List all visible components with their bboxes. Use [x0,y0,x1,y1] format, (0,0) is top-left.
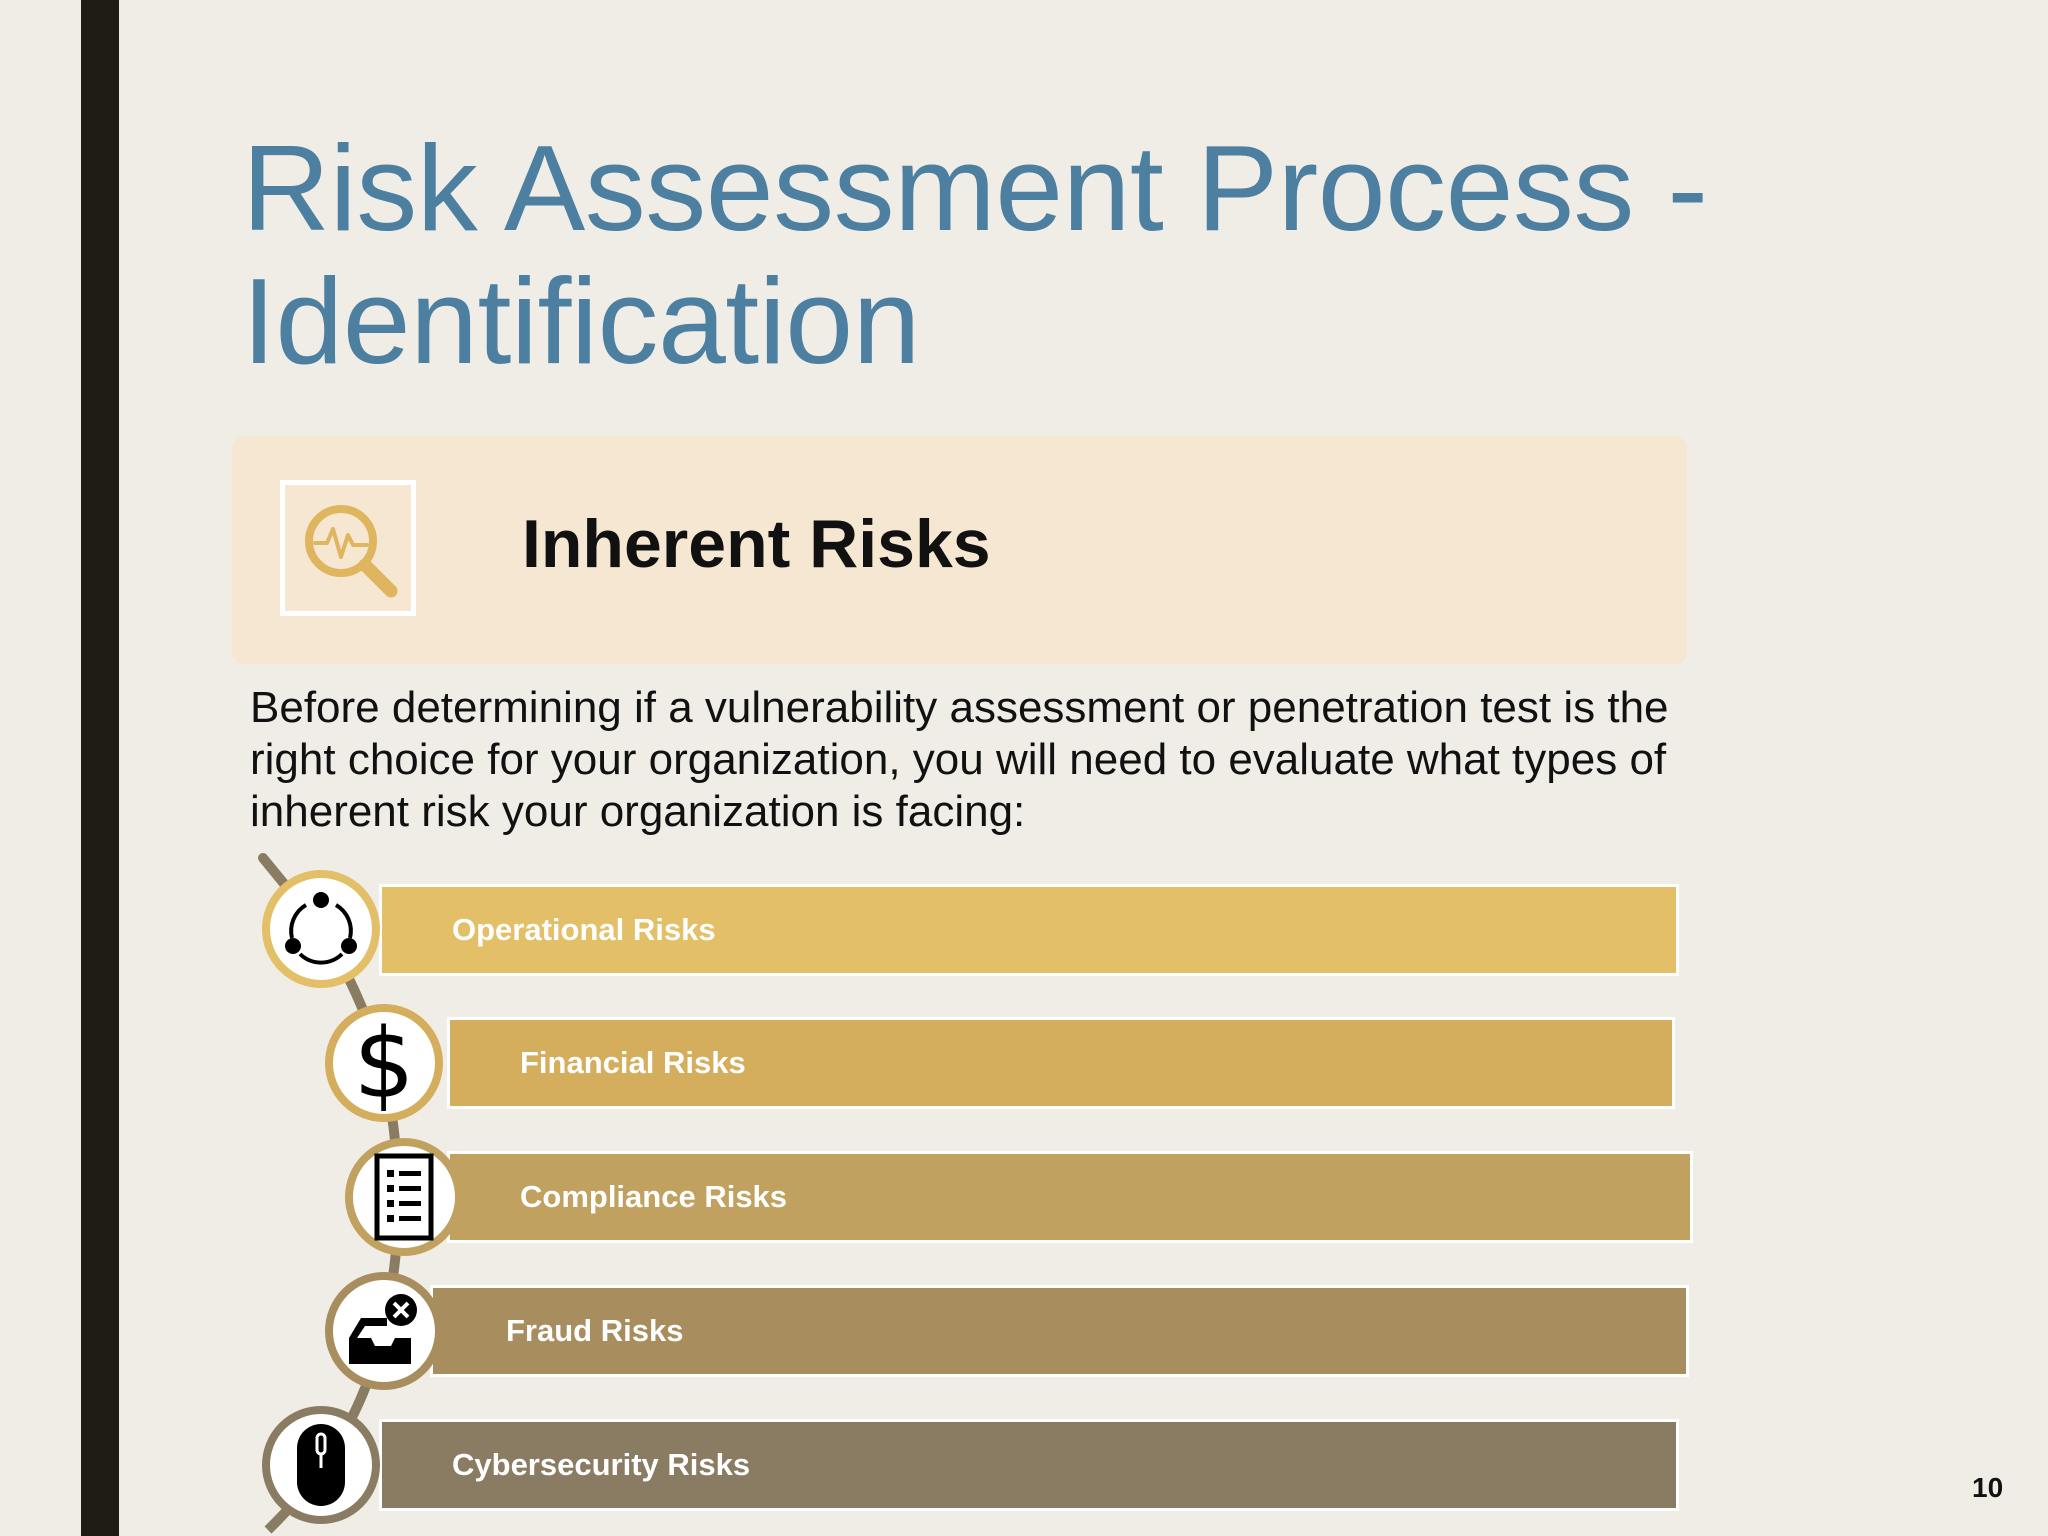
risk-bar-fraud: Fraud Risks [430,1285,1689,1377]
risk-bar-operational: Operational Risks [379,884,1679,976]
risk-label: Cybersecurity Risks [452,1447,751,1482]
header-box [232,436,1687,664]
page-number: 10 [1972,1472,2004,1503]
header-title: Inherent Risks [522,506,991,582]
svg-text:$: $ [353,1013,414,1113]
mouse-icon [297,1424,345,1506]
risk-label: Financial Risks [520,1045,746,1080]
risk-circle [262,1406,380,1524]
risk-circle [345,1138,463,1256]
body-text: Before determining if a vulnerability as… [250,683,1669,836]
risk-label: Compliance Risks [520,1179,788,1214]
checklist-icon [374,1153,434,1241]
risk-bar-compliance: Compliance Risks [447,1151,1693,1243]
network-cycle-icon [285,892,357,965]
slide-title: Risk Assessment Process - Identification [242,120,1708,389]
magnifier-pulse-icon [280,480,416,616]
left-accent-bar [81,0,119,1536]
risk-label: Operational Risks [452,912,716,947]
risk-bar-cybersecurity: Cybersecurity Risks [379,1419,1679,1511]
risk-circle: $ [325,1004,443,1122]
risk-bar-financial: Financial Risks [447,1017,1675,1109]
risk-circle [325,1272,443,1390]
dollar-icon: $ [353,1013,414,1113]
risk-label: Fraud Risks [506,1313,684,1348]
risk-circle [262,870,380,988]
inbox-error-icon [349,1294,417,1364]
